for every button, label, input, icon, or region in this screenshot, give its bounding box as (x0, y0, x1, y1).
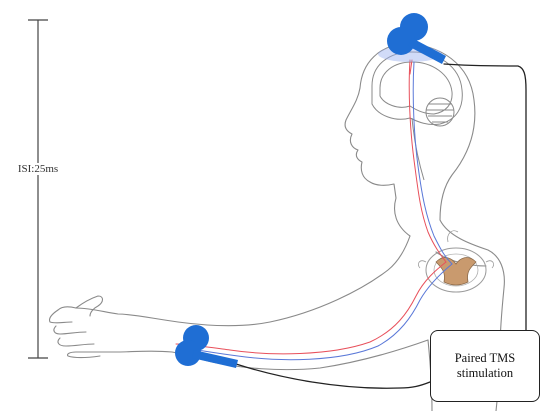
arm-coil-cable (236, 364, 430, 388)
nerve-pathways (176, 60, 452, 360)
paired-tms-stimulator-box: Paired TMS stimulation (430, 330, 540, 402)
stimulator-label-line1: Paired TMS (455, 351, 516, 366)
head-coil-cable (444, 64, 526, 330)
isi-label: ISI:25ms (8, 163, 68, 175)
stimulator-label-line2: stimulation (457, 366, 513, 381)
isi-timing-bar (28, 20, 48, 358)
corticospinal-tract (176, 60, 446, 354)
